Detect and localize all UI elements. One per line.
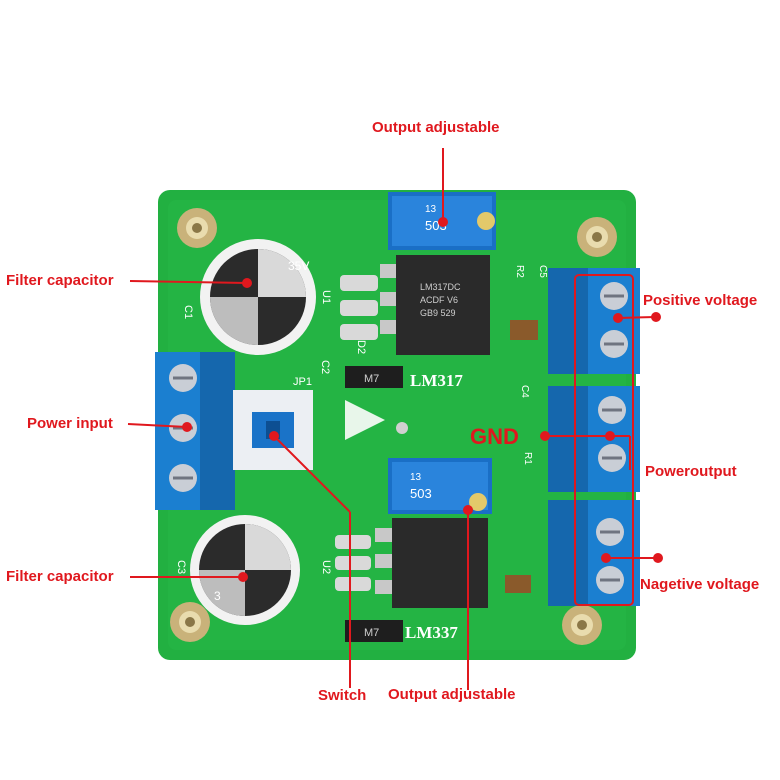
- pot-top-num: 13: [425, 204, 437, 215]
- power-switch: [233, 390, 313, 470]
- mounting-screw: [170, 602, 210, 642]
- output-highlight-box: [574, 274, 634, 606]
- label-positive-voltage: Positive voltage: [643, 292, 758, 309]
- via-hole: [396, 422, 408, 434]
- silk-d2: D2: [355, 340, 367, 354]
- pot-bottom-num: 13: [410, 472, 422, 483]
- ic-top-line2: ACDF V6: [420, 295, 458, 305]
- silk-u1: U1: [320, 290, 332, 304]
- mounting-screw: [177, 208, 217, 248]
- label-switch: Switch: [318, 687, 367, 704]
- silk-c5: C5: [537, 265, 548, 278]
- silk-lm337: LM337: [405, 623, 458, 642]
- positive-output-terminal: [548, 268, 640, 374]
- silk-lm317: LM317: [410, 371, 463, 390]
- silk-jp1: JP1: [293, 376, 312, 388]
- cap-bottom-value: 3: [214, 589, 221, 603]
- smd-part: [510, 320, 538, 340]
- silk-r1: R1: [522, 452, 533, 465]
- silk-c3: C3: [175, 560, 187, 574]
- lm337-regulator-ic: [375, 518, 488, 608]
- negative-output-terminal: [548, 500, 640, 606]
- label-output-adjustable-top: Output adjustable: [372, 119, 500, 136]
- silk-c1: C1: [182, 305, 194, 319]
- mounting-screw: [562, 605, 602, 645]
- diode-m7-bottom: M7: [345, 620, 403, 642]
- label-negative-voltage: Nagetive voltage: [640, 576, 760, 593]
- pot-bottom-value: 503: [410, 486, 432, 501]
- silk-r2: R2: [514, 265, 525, 278]
- ic-top-line3: GB9 529: [420, 308, 456, 318]
- silk-u2: U2: [320, 560, 332, 574]
- label-filter-capacitor-top: Filter capacitor: [6, 272, 114, 289]
- silk-c2: C2: [319, 360, 331, 374]
- potentiometer-bottom: 503 13: [388, 458, 492, 514]
- mounting-screw: [577, 217, 617, 257]
- lm317-regulator-ic: LM317DC ACDF V6 GB9 529: [380, 255, 490, 355]
- label-output-adjustable-bottom: Output adjustable: [388, 686, 516, 703]
- diode-m7-bottom-label: M7: [364, 627, 379, 639]
- gnd-output-terminal: [548, 386, 640, 492]
- smd-part: [335, 556, 371, 570]
- logo-triangle: [345, 400, 385, 440]
- label-filter-capacitor-bottom: Filter capacitor: [6, 568, 114, 585]
- callout-leaders: [127, 148, 658, 690]
- silk-c4: C4: [519, 385, 530, 398]
- smd-part: [340, 324, 378, 340]
- smd-part: [335, 577, 371, 591]
- smd-part: [505, 575, 531, 593]
- filter-capacitor-bottom: 3: [190, 515, 300, 625]
- smd-part: [340, 300, 378, 316]
- power-input-terminal: [155, 352, 235, 510]
- cap-top-value: 35V: [288, 259, 309, 273]
- filter-capacitor-top: 35V: [200, 239, 316, 355]
- label-gnd: GND: [470, 424, 519, 449]
- smd-part: [335, 535, 371, 549]
- label-power-input: Power input: [27, 415, 113, 432]
- label-poweroutput: Poweroutput: [645, 463, 737, 480]
- callout-dots: [182, 217, 663, 582]
- smd-part: [340, 275, 378, 291]
- diode-m7-top-label: M7: [364, 373, 379, 385]
- ic-top-line1: LM317DC: [420, 282, 461, 292]
- diode-m7-top: M7: [345, 366, 403, 388]
